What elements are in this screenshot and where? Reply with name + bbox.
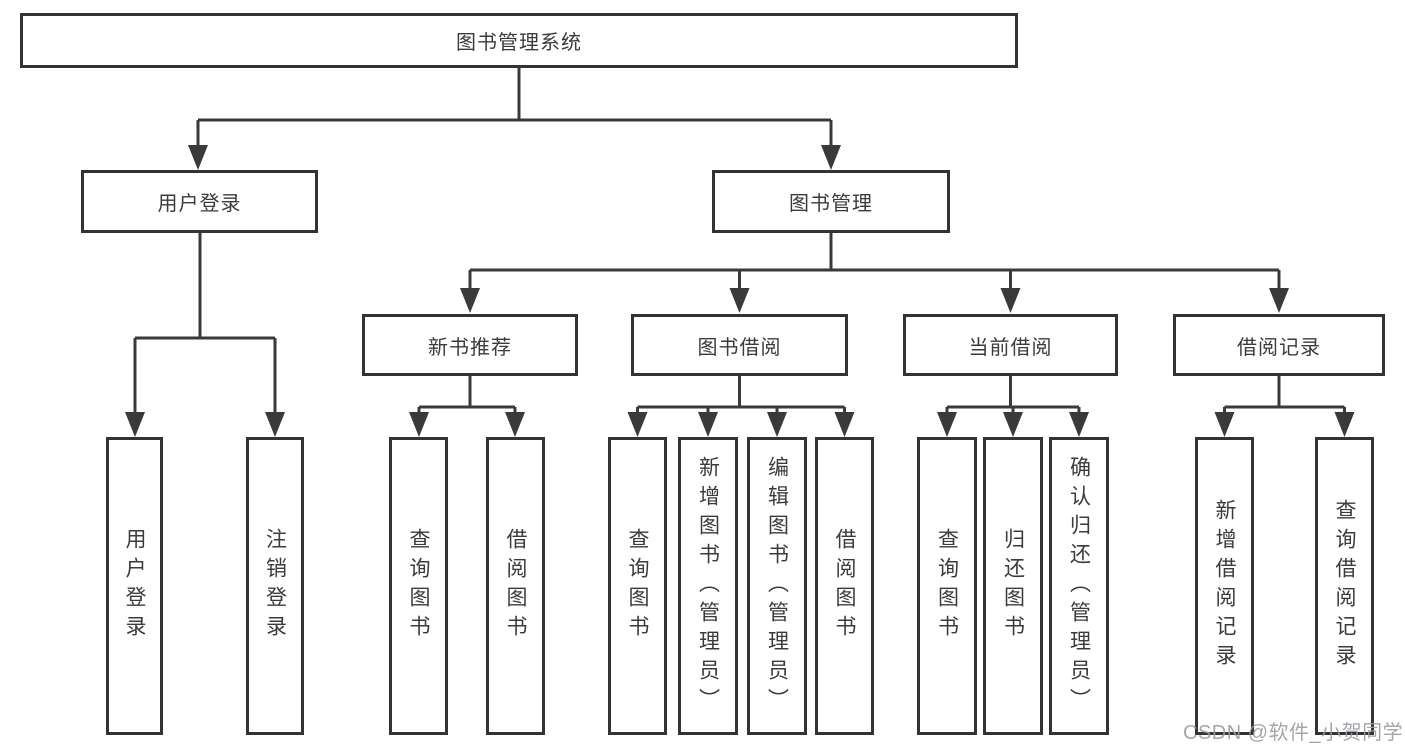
node-current-borrow: 当前借阅 <box>903 314 1118 376</box>
leaf-add-borrow-record: 新增借阅记录 <box>1195 437 1254 735</box>
connector-strokes <box>133 68 1346 429</box>
leaf-user-login: 用户登录 <box>106 437 163 735</box>
leaf-query-borrow-record: 查询借阅记录 <box>1315 437 1374 735</box>
leaf-logout: 注销登录 <box>246 437 304 735</box>
leaf-return-book: 归还图书 <box>983 437 1043 735</box>
node-book-management: 图书管理 <box>712 170 950 233</box>
leaf-borrow-books: 借阅图书 <box>815 437 874 735</box>
leaf-edit-book-admin: 编辑图书（管理员） <box>747 437 807 735</box>
leaf-confirm-return-admin: 确认归还（管理员） <box>1049 437 1109 735</box>
leaf-add-book-admin: 新增图书（管理员） <box>678 437 738 735</box>
leaf-query-books-current: 查询图书 <box>917 437 977 735</box>
node-user-login: 用户登录 <box>81 170 318 233</box>
csdn-watermark: CSDN @软件_小贺同学 <box>1183 722 1404 744</box>
arrowhead-icons <box>125 145 1355 437</box>
node-new-book-recommend: 新书推荐 <box>362 314 578 376</box>
leaf-query-books-recommend: 查询图书 <box>389 437 448 735</box>
node-library-system: 图书管理系统 <box>20 13 1018 68</box>
leaf-borrow-books-recommend: 借阅图书 <box>486 437 545 735</box>
node-book-borrow: 图书借阅 <box>631 314 848 376</box>
leaf-query-books-borrow: 查询图书 <box>608 437 667 735</box>
node-borrow-record: 借阅记录 <box>1173 314 1385 376</box>
